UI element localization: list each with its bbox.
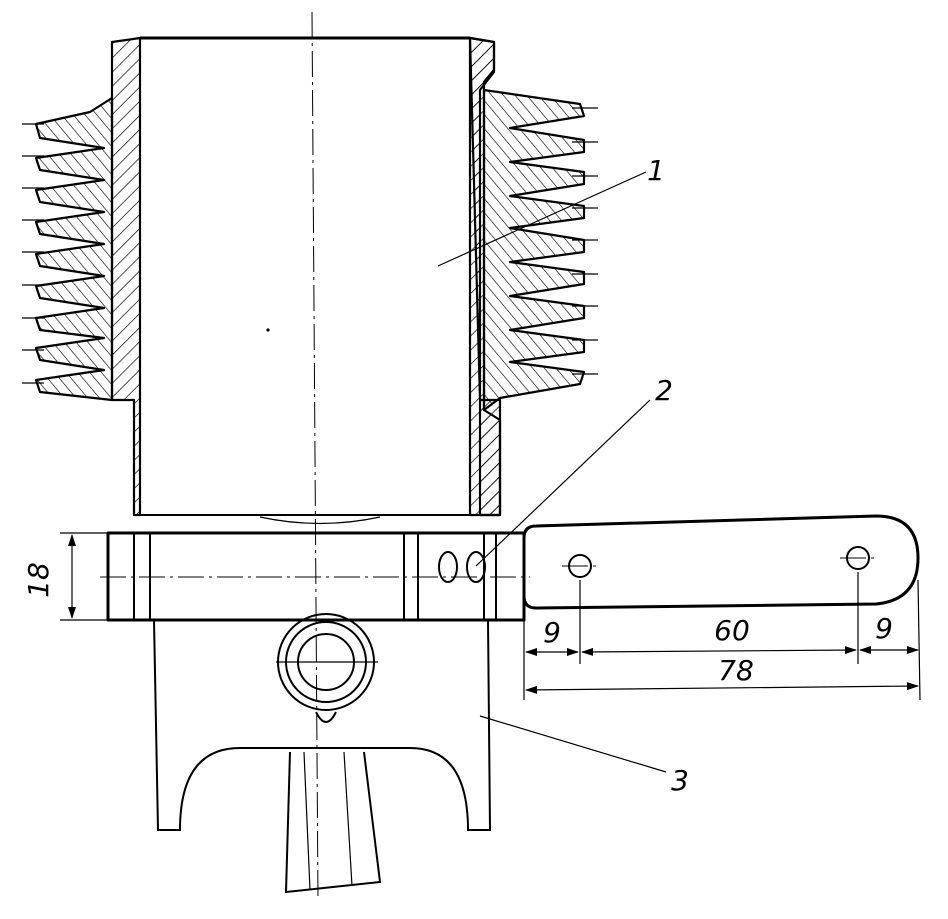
- right-cooling-fins: [482, 88, 586, 412]
- dim-height-text: 18: [22, 562, 55, 598]
- cylinder-left-wall: [110, 36, 142, 517]
- dimensions: 18 9 60 9 78: [22, 532, 921, 701]
- callouts: 1 2 3: [437, 154, 689, 797]
- dim-left-offset-text: 9: [543, 616, 561, 649]
- dim-overall-text: 78: [718, 654, 754, 687]
- left-cooling-fins: [34, 96, 114, 402]
- gauge-handle: [522, 514, 920, 610]
- vertical-centerline: [311, 11, 319, 901]
- piston: [153, 613, 492, 894]
- cylinder: [22, 36, 598, 525]
- callout-3: 3: [671, 764, 689, 797]
- gauge-hole: [438, 551, 458, 583]
- dim-right-offset-text: 9: [875, 612, 893, 645]
- callout-2: 2: [655, 374, 673, 407]
- dim-hole-spacing-text: 60: [714, 614, 750, 647]
- right-fin-ticks: [572, 107, 598, 375]
- callout-1: 1: [647, 154, 665, 187]
- left-fin-ticks: [22, 123, 44, 384]
- gauge-hole: [466, 551, 486, 583]
- gauge-plate: [100, 531, 530, 622]
